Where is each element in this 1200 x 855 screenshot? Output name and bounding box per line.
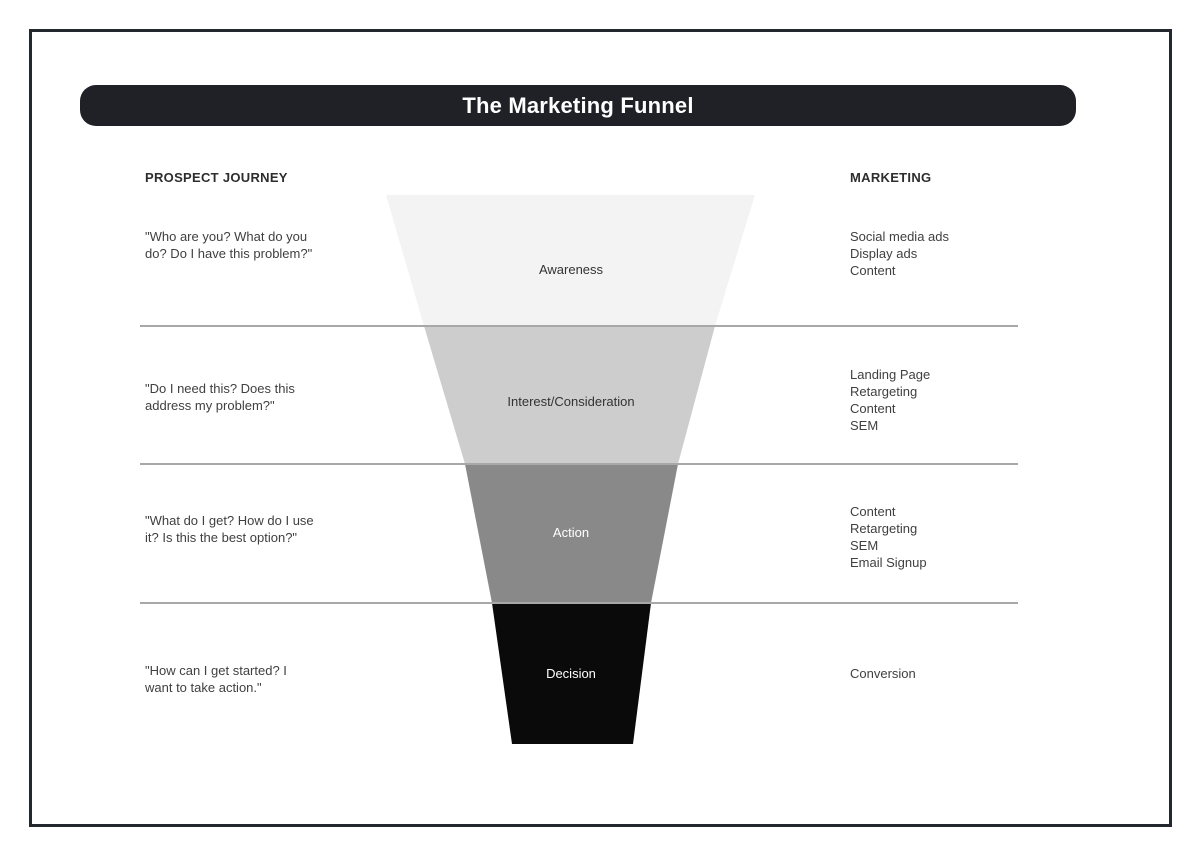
quote-action: "What do I get? How do I use it? Is this… — [145, 513, 314, 545]
stage-divider-2 — [140, 463, 1018, 465]
prospect-journey-header: PROSPECT JOURNEY — [145, 170, 288, 185]
marketing-header: MARKETING — [850, 170, 932, 185]
marketing-list-interest-consideration: Landing Page Retargeting Content SEM — [850, 367, 931, 433]
title-bar: The Marketing Funnel — [80, 85, 1076, 126]
quote-awareness: "Who are you? What do you do? Do I have … — [145, 229, 313, 261]
stage-label-decision: Decision — [546, 666, 596, 681]
stage-divider-1 — [140, 325, 1018, 327]
marketing-list-awareness: Social media ads Display ads Content — [850, 229, 949, 278]
stage-label-awareness: Awareness — [538, 262, 604, 277]
funnel-stage-action — [465, 464, 678, 603]
quote-interest-consideration: "Do I need this? Does this address my pr… — [145, 381, 295, 413]
marketing-list-decision: Conversion — [850, 666, 916, 681]
stage-divider-3 — [140, 602, 1018, 604]
marketing-list-action: Content Retargeting SEM Email Signup — [850, 504, 927, 570]
funnel-stage-awareness — [386, 195, 755, 326]
page-title: The Marketing Funnel — [462, 92, 694, 118]
funnel-stage-interest-consideration — [424, 326, 715, 464]
stage-label-interest-consideration: Interest/Consideration — [507, 394, 635, 409]
stage-label-action: Action — [552, 525, 590, 540]
quote-decision: "How can I get started? I want to take a… — [145, 663, 287, 695]
funnel-stage-decision — [492, 603, 651, 744]
